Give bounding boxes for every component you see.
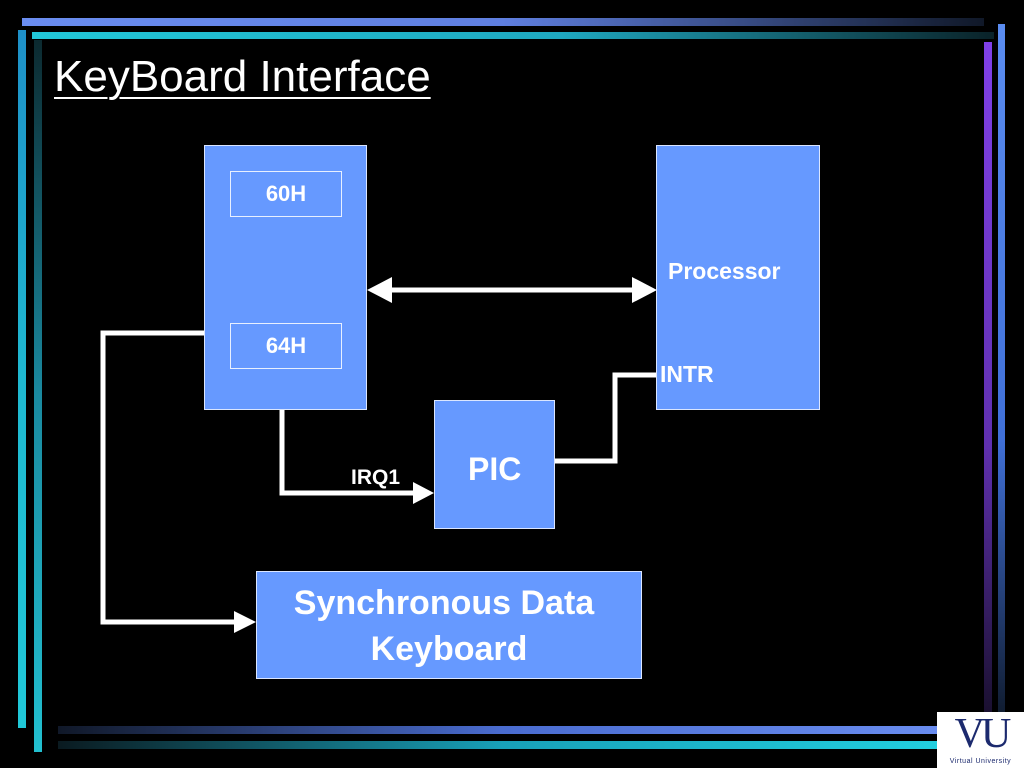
frame-bar-left-inner bbox=[34, 40, 42, 752]
frame-bar-bottom-lower bbox=[58, 741, 948, 749]
processor-box bbox=[656, 145, 820, 410]
slide-title: KeyBoard Interface bbox=[54, 52, 431, 101]
keyboard-controller-box bbox=[204, 145, 367, 410]
processor-label: Processor bbox=[668, 258, 781, 284]
pic-label: PIC bbox=[468, 451, 522, 487]
frame-bar-right-outer bbox=[998, 24, 1005, 714]
controller-to-pic-line bbox=[279, 410, 416, 496]
port-60h-register: 60H bbox=[230, 171, 342, 217]
pic-box bbox=[434, 400, 555, 529]
frame-bar-top-outer bbox=[22, 18, 984, 26]
controller-to-keyboard-line bbox=[100, 330, 236, 625]
keyboard-arrowhead bbox=[234, 611, 256, 633]
intr-label: INTR bbox=[660, 361, 714, 387]
frame-bar-right-inner bbox=[984, 42, 992, 712]
keyboard-label-line1: Synchronous Data bbox=[293, 584, 595, 622]
frame-bar-top-inner bbox=[32, 32, 994, 39]
virtual-university-logo: VU Virtual University bbox=[937, 712, 1024, 768]
pic-to-processor-line bbox=[552, 372, 656, 464]
pic-arrowhead bbox=[413, 482, 434, 504]
synchronous-keyboard-box bbox=[256, 571, 642, 679]
logo-mark: VU bbox=[954, 711, 1012, 757]
keyboard-label-line2: Keyboard bbox=[370, 630, 528, 668]
frame-bar-left-outer bbox=[18, 30, 26, 728]
logo-text: Virtual University bbox=[949, 758, 1012, 765]
frame-bar-bottom-upper bbox=[58, 726, 948, 734]
data-bus-arrowhead-left bbox=[367, 277, 392, 303]
irq1-label: IRQ1 bbox=[351, 466, 401, 489]
port-64h-register: 64H bbox=[230, 323, 342, 369]
data-bus-arrowhead-right bbox=[632, 277, 657, 303]
